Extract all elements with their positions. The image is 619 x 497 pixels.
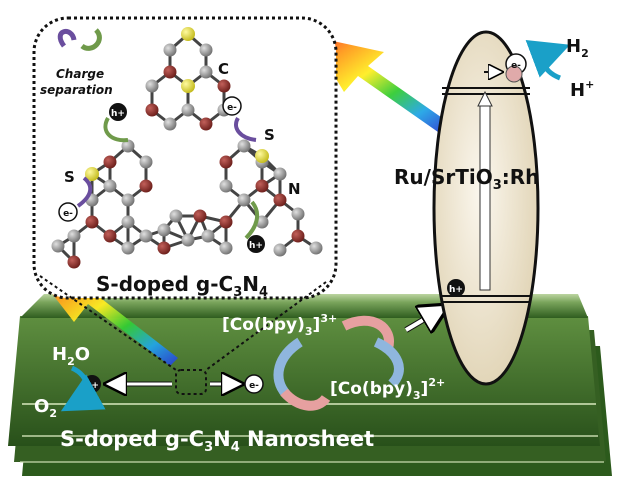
svg-text:h+: h+ [111,109,125,119]
carbon-atom [121,193,135,207]
svg-text:e-: e- [249,381,259,391]
nitrogen-atom [157,241,171,255]
inset-frame [32,16,338,300]
svg-text:e-: e- [63,209,73,219]
svg-text:e-: e- [511,61,521,71]
label-h2o: H2O [52,344,90,368]
carbon-atom [139,229,153,243]
carbon-atom [219,241,233,255]
srtio3-particle [432,30,540,386]
carbon-atom [199,43,213,57]
carbon-atom [291,207,305,221]
sulfur-atom [181,79,195,93]
sulfur-atom [181,27,195,41]
inset-curve-purple-2 [76,176,93,208]
carbon-atom [169,209,183,223]
label-h2: H2 [566,36,589,60]
carbon-atom [199,65,213,79]
carbon-atom [163,117,177,131]
carbon-atom [121,215,135,229]
carbon-atom [121,241,135,255]
carbon-atom [157,223,171,237]
slab-label: S-doped g-C3N4 Nanosheet [60,427,374,455]
charge-label-line1: Charge [56,67,104,81]
molecule-structure [51,27,323,269]
carbon-atom [145,79,159,93]
nitrogen-atom [139,179,153,193]
carbon-atom [273,243,287,257]
nitrogen-atom [85,215,99,229]
nitrogen-atom [193,209,207,223]
atom-label-n: N [288,180,301,198]
inset-curve-purple-1 [234,116,257,142]
particle-hole: h+ [447,279,465,297]
svg-text:h+: h+ [249,241,263,251]
inset-hole-2: h+ [247,235,265,253]
mediator-arrow-blue-2 [273,337,303,398]
nitrogen-atom [199,117,213,131]
atom-label-c: C [218,60,229,78]
mediator-arrow-red-1 [341,315,394,350]
carbon-atom [51,239,65,253]
nitrogen-atom [219,215,233,229]
svg-text:h+: h+ [449,285,463,295]
inset-electron-2: e- [58,202,78,222]
light-bolt-right [310,36,448,132]
carbon-atom [163,43,177,57]
mediator-arrow-blue-1 [373,337,404,388]
arrow-to-particle-inner [404,310,440,330]
carbon-atom [121,139,135,153]
carbon-atom [67,229,81,243]
nitrogen-atom [255,179,269,193]
h2-evolution-arrow [525,40,571,81]
sulfur-atom [255,149,269,163]
carbon-atom [201,229,215,243]
carbon-atom [219,179,233,193]
carbon-atom [237,193,251,207]
carbon-atom [237,139,251,153]
nitrogen-atom [163,65,177,79]
electron-badge-slab: e- [244,374,264,394]
water-oxidation-arrow [60,365,106,412]
label-o2: O2 [34,396,57,420]
carbon-atom [309,241,323,255]
label-hplus: H+ [570,78,594,101]
nitrogen-atom [67,255,81,269]
carbon-atom [103,179,117,193]
carbon-atom [181,103,195,117]
charge-label-line2: separation [40,83,113,97]
atom-label-s-top: S [264,126,275,144]
svg-text:e-: e- [227,103,237,113]
inset-electron-1: e- [222,96,242,116]
sulfur-atom [85,167,99,181]
mediator-red: [Co(bpy)3]2+ [330,376,445,402]
inset-curve-green-2 [244,200,260,240]
nitrogen-atom [145,103,159,117]
carbon-atom [273,167,287,181]
nanosheet-slab [8,294,612,476]
mediator-ox: [Co(bpy)3]3+ [222,312,337,338]
carbon-atom [139,155,153,169]
mediator-arrow-red-2 [280,388,331,411]
nitrogen-atom [103,229,117,243]
nitrogen-atom [219,155,233,169]
particle-label: Ru/SrTiO3:Rh [394,165,539,193]
charge-arrow-green-icon [80,28,102,51]
carbon-atom [181,233,195,247]
particle-electron: e- [505,53,527,83]
nitrogen-atom [273,193,287,207]
inset-curve-green-1 [103,117,129,143]
nitrogen-atom [103,155,117,169]
nitrogen-atom [217,79,231,93]
inset-caption: S-doped g-C3N4 [96,272,268,300]
charge-arrow-purple-icon [57,29,77,48]
atom-label-s-left: S [64,168,75,186]
nitrogen-atom [291,229,305,243]
zoom-line-right [205,281,327,371]
inset-hole-1: h+ [109,103,127,121]
